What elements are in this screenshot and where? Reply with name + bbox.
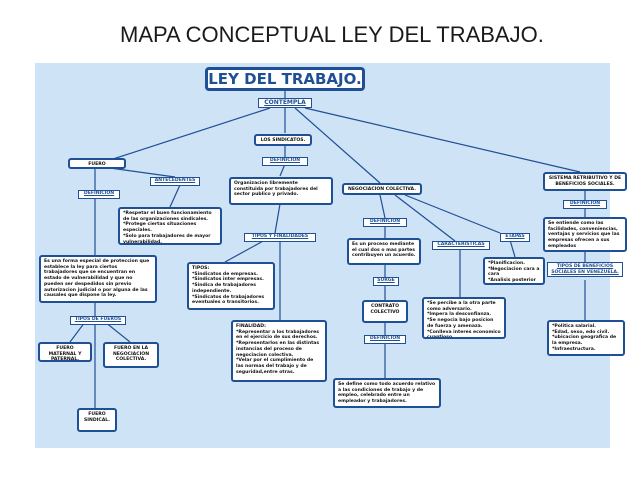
node-fuero-maternal: FUERO MATERNAL Y PATERNAL.	[38, 342, 92, 362]
label-definicion-fuero: DEFINICION	[78, 190, 120, 199]
label-surge: SURGE	[373, 277, 399, 286]
node-fuero-definicion: Es una forma especial de proteccion que …	[39, 255, 157, 303]
label-contempla: CONTEMPLA	[258, 98, 312, 108]
node-sindicatos: LOS SINDICATOS.	[254, 134, 312, 146]
node-fuero-sindical: FUERO SINDICAL.	[77, 408, 117, 432]
label-definicion-contrato: DEFINICION	[364, 335, 406, 344]
node-negociacion-definicion: Es un proceso mediante el cual dos o mas…	[347, 238, 421, 265]
label-definicion-negociacion: DEFINICION	[363, 218, 407, 227]
label-etapas: ETAPAS	[500, 233, 530, 242]
label-tipos-beneficios: TIPOS DE BENEFICIOS SOCIALES EN VENEZUEL…	[547, 262, 623, 277]
node-fuero-negociacion: FUERO EN LA NEGOCIACION COLECTIVA.	[103, 342, 159, 368]
label-tipos-finalidades: TIPOS Y FINALIDADES	[244, 233, 316, 242]
node-negociacion-colectiva: NEGOCIACION COLECTIVA.	[342, 183, 422, 195]
node-tipos-sindicatos: TIPOS: *Sindicatos de empresas. *Sindica…	[187, 262, 275, 310]
label-antecedentes: ANTECEDENTES	[150, 177, 200, 186]
node-antecedentes: *Respetar el buen funcionamiento de las …	[118, 207, 222, 245]
node-finalidad-sindicatos: FINALIDAD: *Representar a los trabajador…	[231, 320, 327, 382]
label-definicion-sistema: DEFINICION	[563, 200, 607, 209]
node-caracteristicas: *Se percibe a la otra parte como adversa…	[422, 297, 506, 339]
node-sistema-retributivo: SISTEMA RETRIBUTIVO Y DE BENEFICIOS SOCI…	[543, 172, 627, 191]
node-beneficios-sociales: *Politica salarial. *Edad, sexo, edo civ…	[547, 320, 625, 356]
node-contrato-definicion: Se define como todo acuerdo relativo a l…	[333, 378, 441, 408]
node-fuero-laborales: FUERO LABORALES	[68, 158, 126, 169]
slide-title: MAPA CONCEPTUAL LEY DEL TRABAJO.	[120, 22, 544, 47]
node-sindicatos-definicion: Organizacion libremente constituida por …	[229, 177, 333, 205]
node-sistema-definicion: Se entiende como las facilidades, conven…	[543, 217, 627, 252]
root-concept-ley-del-trabajo: LEY DEL TRABAJO.	[205, 67, 365, 91]
label-caracteristicas: CARACTERISTICAS	[432, 241, 490, 250]
label-definicion-sindicatos: DEFINICION	[262, 157, 308, 166]
node-contrato-colectivo: CONTRATO COLECTIVO	[362, 300, 408, 323]
node-etapas: *Planificacion. *Negociacion cara a cara…	[483, 257, 545, 285]
label-tipos-de-fueros: TIPOS DE FUEROS	[70, 316, 126, 325]
